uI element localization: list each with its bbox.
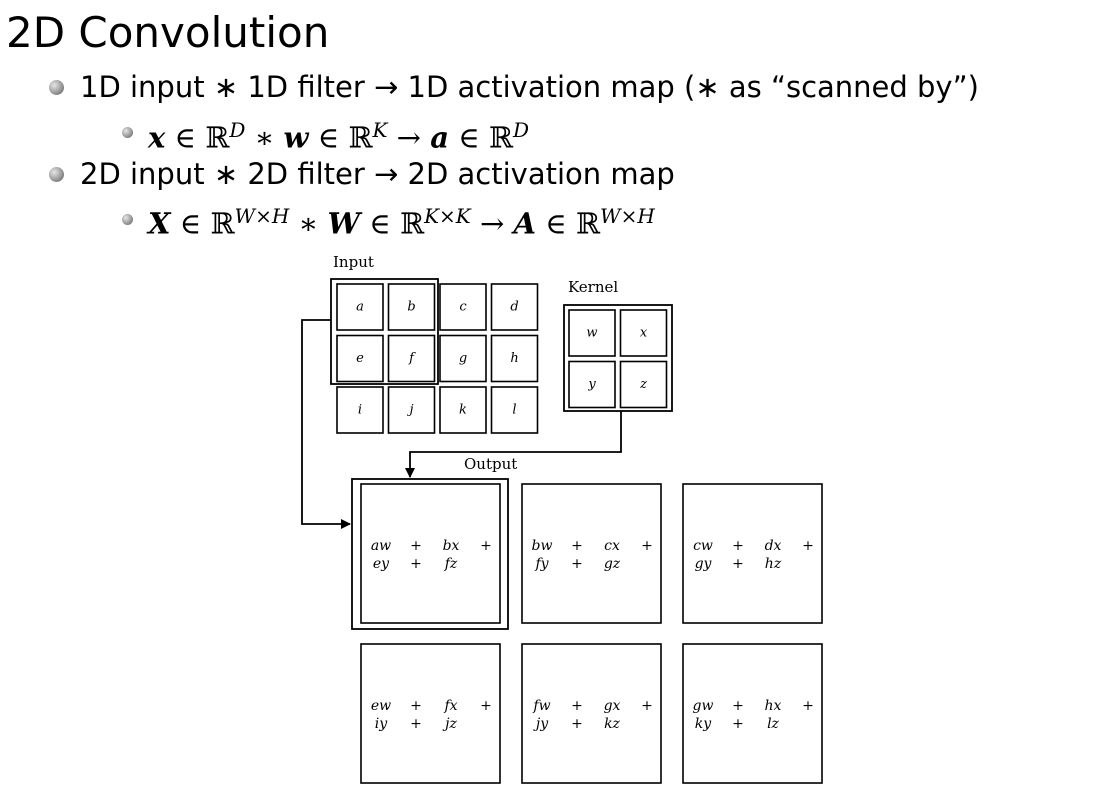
bullet-2d-conv: 2D input ∗ 2D filter → 2D activation map <box>80 157 675 191</box>
bullet-1d-conv: 1D input ∗ 1D filter → 1D activation map… <box>80 70 979 104</box>
output-cell <box>360 643 501 784</box>
input-label: Input <box>333 253 374 271</box>
input-cell-label: d <box>510 300 518 315</box>
kernel-label: Kernel <box>568 278 618 296</box>
plus-sign: + <box>641 698 653 714</box>
input-cell <box>387 334 436 383</box>
sub-bullet-icon <box>122 214 133 225</box>
kernel-cell-label: x <box>640 326 648 341</box>
output-term: fw <box>532 698 550 714</box>
plus-sign: + <box>410 556 422 572</box>
input-cell-label: l <box>512 403 516 418</box>
input-cell <box>490 334 539 383</box>
plus-sign: + <box>571 538 583 554</box>
input-cell-label: c <box>459 300 467 315</box>
input-cell-label: e <box>356 351 364 366</box>
output-term: ew <box>371 698 391 714</box>
output-term: fz <box>444 556 458 572</box>
output-term: gw <box>693 698 714 714</box>
output-cell <box>521 643 662 784</box>
output-cell <box>360 483 501 624</box>
plus-sign: + <box>732 556 744 572</box>
input-cell <box>387 283 436 331</box>
sub-bullet-icon <box>122 127 133 138</box>
output-term: hx <box>765 698 782 714</box>
plus-sign: + <box>410 716 422 732</box>
plus-sign: + <box>410 538 422 554</box>
kernel-cell <box>568 309 616 357</box>
kernel-cell-label: w <box>586 326 597 341</box>
plus-sign: + <box>732 538 744 554</box>
output-term: jz <box>442 716 457 732</box>
input-cell <box>439 283 487 331</box>
plus-sign: + <box>802 698 814 714</box>
input-window-highlight <box>330 278 439 385</box>
kernel-cell <box>568 360 616 409</box>
plus-sign: + <box>571 698 583 714</box>
plus-sign: + <box>480 538 492 554</box>
input-cell-label: a <box>356 300 364 315</box>
input-cell <box>336 334 384 383</box>
plus-sign: + <box>732 716 744 732</box>
output-term: cw <box>693 538 713 554</box>
math-2d-formula: X ∈ ℝW×H ∗ W ∈ ℝK×K → A ∈ ℝW×H <box>148 204 655 241</box>
plus-sign: + <box>732 698 744 714</box>
math-1d-formula: x ∈ ℝD ∗ w ∈ ℝK → a ∈ ℝD <box>148 118 530 155</box>
bullet-icon <box>49 80 64 95</box>
kernel-outline <box>563 304 673 412</box>
input-cell <box>439 386 487 434</box>
output-term: ey <box>373 556 390 572</box>
output-term: fx <box>443 698 457 714</box>
plus-sign: + <box>480 698 492 714</box>
output-cell <box>521 483 662 624</box>
input-cell <box>490 386 539 434</box>
input-cell-label: b <box>407 300 415 315</box>
output-cell <box>682 643 823 784</box>
output-term: gz <box>604 556 621 572</box>
input-cell-label: i <box>358 403 362 418</box>
plus-sign: + <box>410 698 422 714</box>
output-term: kz <box>604 716 620 732</box>
plus-sign: + <box>571 716 583 732</box>
output-cell <box>682 483 823 624</box>
input-cell-label: f <box>408 351 416 366</box>
output-term: bx <box>443 538 460 554</box>
input-cell-label: j <box>406 403 413 418</box>
kernel-cell-label: y <box>587 377 596 392</box>
plus-sign: + <box>641 538 653 554</box>
output-term: hz <box>765 556 782 572</box>
arrow-kernel-to-output <box>405 411 622 478</box>
output-term: ky <box>695 716 712 732</box>
output-term: gy <box>695 556 713 572</box>
output-label: Output <box>464 455 517 473</box>
output-term: iy <box>375 716 388 732</box>
input-cell-label: g <box>459 351 467 366</box>
input-cell <box>336 283 384 331</box>
output-term: bw <box>532 538 553 554</box>
output-term: jy <box>533 716 549 732</box>
input-cell <box>490 283 539 331</box>
arrow-input-to-output <box>301 319 351 529</box>
input-cell <box>439 334 487 383</box>
plus-sign: + <box>802 538 814 554</box>
output-term: aw <box>371 538 391 554</box>
input-cell-label: k <box>459 403 467 418</box>
output-term: lz <box>767 716 779 732</box>
input-cell-label: h <box>510 351 518 366</box>
output-term: gx <box>604 698 621 714</box>
kernel-cell <box>619 360 668 409</box>
plus-sign: + <box>571 556 583 572</box>
output-term: dx <box>765 538 782 554</box>
output-term: cx <box>604 538 620 554</box>
kernel-cell-label: z <box>639 377 647 392</box>
kernel-cell <box>619 309 668 357</box>
slide-title: 2D Convolution <box>6 8 330 57</box>
input-cell <box>336 386 384 434</box>
output-term: fy <box>534 556 549 572</box>
input-cell <box>387 386 436 434</box>
output-highlight <box>351 478 509 630</box>
bullet-icon <box>49 167 64 182</box>
